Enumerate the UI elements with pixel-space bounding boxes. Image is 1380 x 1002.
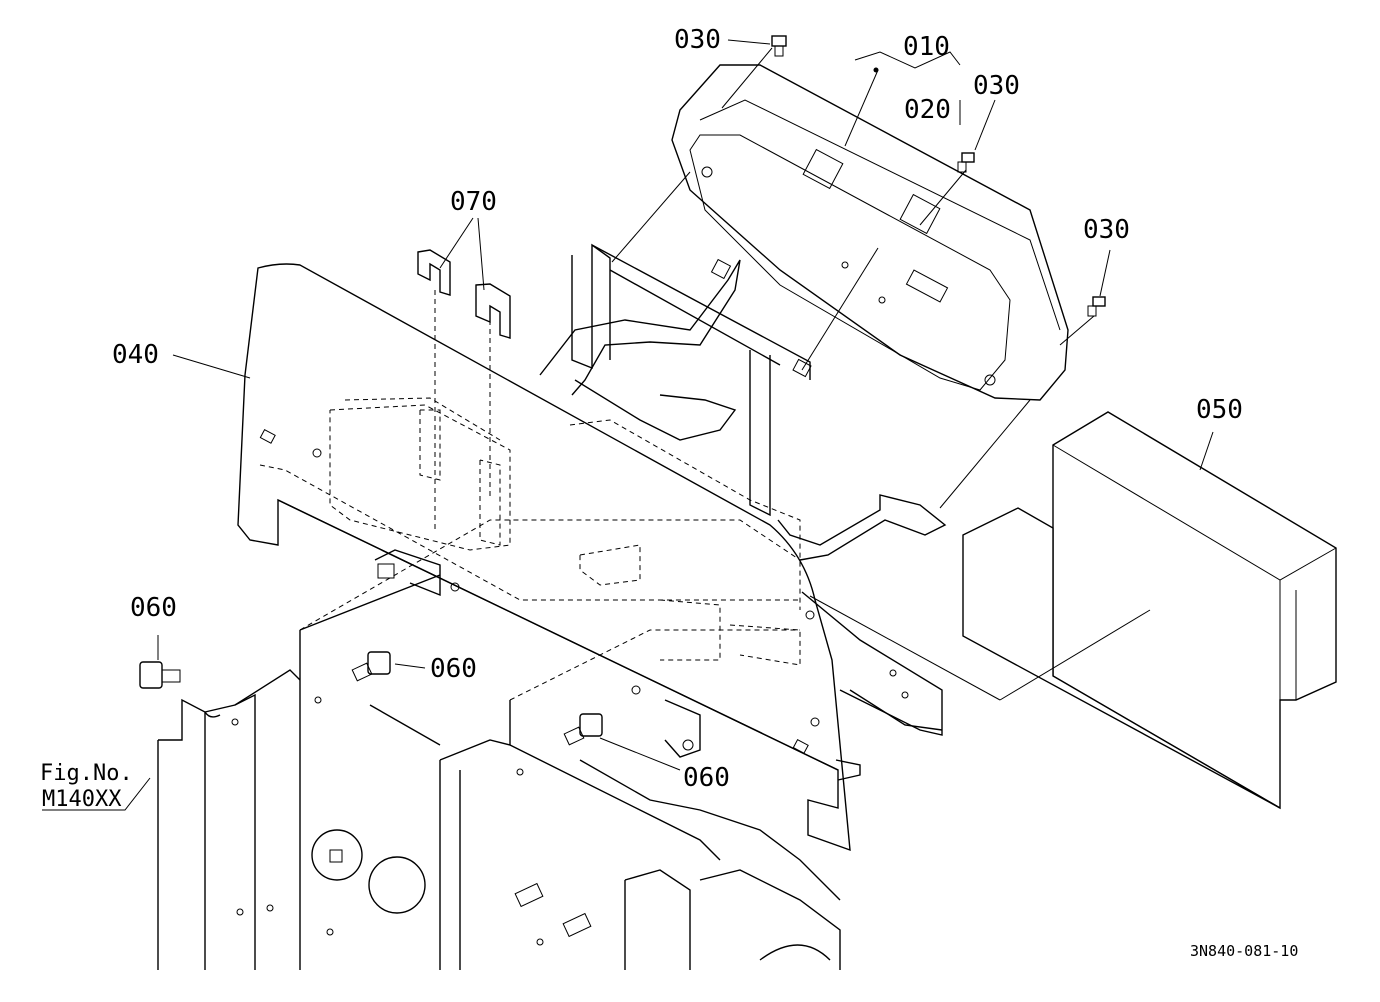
stud-bolt-right [562, 912, 592, 938]
panel-040[interactable] [237, 263, 943, 852]
screw-030-right[interactable] [1087, 296, 1106, 317]
callout-060-middle: 060 [430, 654, 477, 684]
bolt-060-lower[interactable] [563, 713, 603, 746]
callout-070: 070 [450, 187, 497, 217]
foam-block-050[interactable] [962, 411, 1337, 810]
instrument-cluster-010[interactable] [671, 64, 1069, 401]
callout-010: 010 [903, 32, 950, 62]
clip-070-right[interactable] [475, 283, 511, 339]
callout-030-middle: 030 [973, 71, 1020, 101]
stud-bolt-left [514, 882, 544, 908]
drawing-code: 3N840-081-10 [1190, 942, 1298, 960]
clip-070-left[interactable] [417, 249, 451, 296]
bolt-060-left[interactable] [139, 661, 181, 689]
callout-020: 020 [904, 95, 951, 125]
callout-030-right: 030 [1083, 215, 1130, 245]
bolt-060-middle[interactable] [351, 651, 391, 682]
callout-040: 040 [112, 340, 159, 370]
callout-060-left: 060 [130, 593, 177, 623]
screw-030-middle[interactable] [957, 152, 975, 173]
leader-lines [42, 39, 1214, 811]
lower-console-frame [157, 574, 841, 970]
figure-ref-number[interactable]: M140XX [42, 787, 122, 812]
cluster-mounting-bracket[interactable] [539, 243, 947, 561]
figure-ref-label: Fig.No. [40, 761, 133, 786]
screw-030-top[interactable] [771, 35, 787, 57]
callout-050: 050 [1196, 395, 1243, 425]
callout-060-lower: 060 [683, 763, 730, 793]
hidden-internal-structure [259, 290, 801, 701]
callout-030-top: 030 [674, 25, 721, 55]
